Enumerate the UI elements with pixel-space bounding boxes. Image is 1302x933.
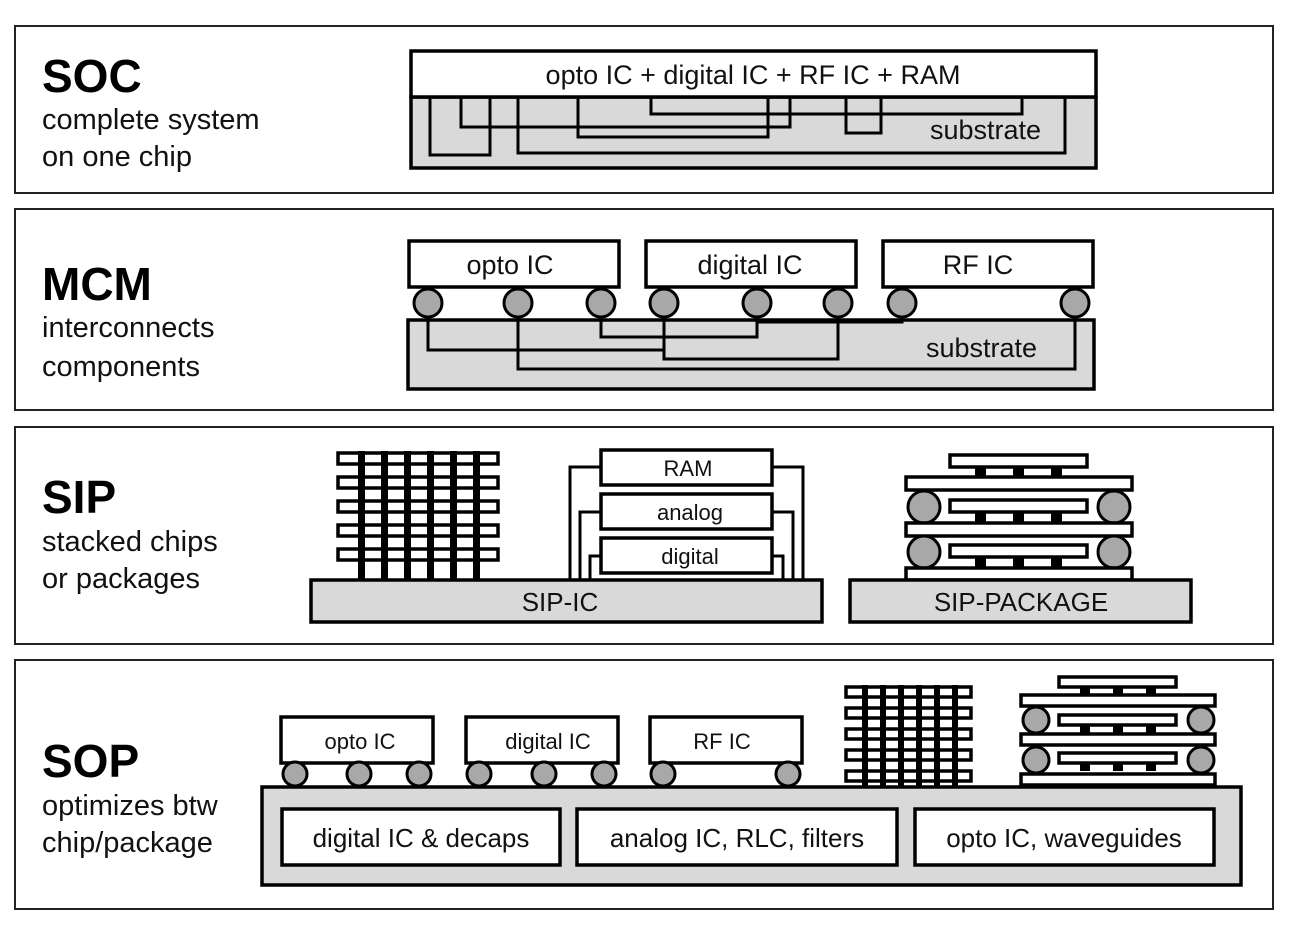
sop-desc-line1: optimizes btw (42, 790, 219, 822)
mcm-chip-rf (881, 239, 1095, 289)
mcm-chip-digital (644, 239, 858, 289)
solder-ball (1186, 705, 1216, 735)
solder-ball (1021, 745, 1051, 775)
sop-title: SOP (42, 735, 139, 787)
solder-ball (345, 760, 373, 788)
solder-ball (1021, 705, 1051, 735)
sip-panel: SIP stacked chips or packages (14, 426, 1274, 645)
sip-ic-base (309, 578, 824, 624)
sop-solder-balls (281, 760, 802, 788)
solder-ball (741, 287, 773, 319)
sip-package-base-label: SIP-PACKAGE (934, 587, 1108, 617)
sip-chip-analog-label: analog (657, 500, 723, 525)
solder-ball (1096, 534, 1132, 570)
solder-ball (585, 287, 617, 319)
solder-ball (1186, 745, 1216, 775)
solder-ball (1059, 287, 1091, 319)
mcm-desc-line2: components (42, 351, 200, 383)
sop-embedded-analog-label: analog IC, RLC, filters (610, 823, 864, 853)
sop-chip-rf-label: RF IC (693, 729, 751, 754)
soc-chip (409, 49, 1098, 99)
sop-panel: SOP optimizes btw chip/package digital I… (14, 659, 1274, 910)
soc-substrate-label: substrate (930, 115, 1041, 145)
sip-desc-line2: or packages (42, 563, 200, 595)
mcm-chip-rf-label: RF IC (943, 250, 1014, 280)
solder-ball (906, 534, 942, 570)
sip-ic-base-label: SIP-IC (522, 587, 599, 617)
solder-ball (822, 287, 854, 319)
mcm-chip-opto (407, 239, 621, 289)
sop-embedded-opto (913, 807, 1216, 867)
sop-embedded-opto-label: opto IC, waveguides (946, 823, 1182, 853)
soc-chip-label: opto IC + digital IC + RF IC + RAM (546, 60, 961, 90)
sop-chip-opto (279, 715, 435, 765)
soc-desc-line1: complete system (42, 104, 260, 136)
sop-embedded-digital-label: digital IC & decaps (313, 823, 530, 853)
sop-package-stack (1019, 675, 1217, 787)
solder-ball (465, 760, 493, 788)
sop-chip-rf (648, 715, 804, 765)
solder-ball (502, 287, 534, 319)
mcm-panel: MCM interconnects components substrate o… (14, 208, 1274, 411)
mcm-substrate-label: substrate (926, 333, 1037, 363)
soc-title: SOC (42, 50, 142, 102)
mcm-solder-balls (412, 287, 1091, 319)
mcm-substrate (406, 318, 1096, 391)
solder-ball (649, 760, 677, 788)
solder-ball (886, 287, 918, 319)
mcm-chip-digital-label: digital IC (697, 250, 802, 280)
sip-tsv-stack (336, 451, 500, 581)
sop-chip-digital-label: digital IC (505, 729, 591, 754)
sop-embedded-digital (280, 807, 562, 867)
sip-chip-analog (599, 492, 774, 531)
mcm-desc-line1: interconnects (42, 312, 215, 344)
solder-ball (906, 489, 942, 525)
soc-wiring (428, 97, 1067, 157)
solder-ball (1096, 489, 1132, 525)
solder-ball (590, 760, 618, 788)
solder-ball (648, 287, 680, 319)
sip-chip-digital-label: digital (661, 544, 718, 569)
solder-ball (405, 760, 433, 788)
soc-desc-line2: on one chip (42, 141, 192, 173)
sip-package-base (848, 578, 1193, 624)
solder-ball (530, 760, 558, 788)
sip-package-stack (904, 453, 1134, 582)
solder-ball (281, 760, 309, 788)
sip-chip-ram (599, 448, 774, 487)
soc-panel: SOC complete system on one chip substrat… (14, 25, 1274, 194)
sop-embedded-analog (575, 807, 899, 867)
sop-desc-line2: chip/package (42, 827, 213, 859)
sip-desc-line1: stacked chips (42, 526, 218, 558)
mcm-chip-opto-label: opto IC (466, 250, 553, 280)
sip-wirebond-stack: RAM analog digital (568, 448, 805, 580)
sop-chip-opto-label: opto IC (325, 729, 396, 754)
solder-ball (774, 760, 802, 788)
mcm-title: MCM (42, 258, 152, 310)
soc-substrate (409, 95, 1098, 170)
sip-title: SIP (42, 471, 116, 523)
sip-chip-ram-label: RAM (664, 456, 713, 481)
solder-ball (412, 287, 444, 319)
sip-chip-digital (599, 536, 774, 575)
sop-tsv-stack (844, 685, 973, 787)
